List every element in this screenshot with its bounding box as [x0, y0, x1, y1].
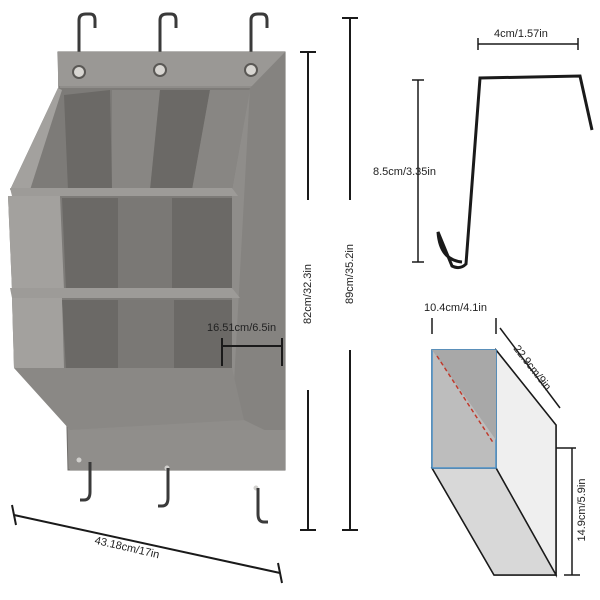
grommets — [72, 63, 258, 79]
hook-detail — [412, 38, 594, 270]
body-height-label: 82cm/32.3in — [302, 264, 314, 324]
pocket-length-line — [499, 327, 561, 409]
dimension-lines — [11, 17, 358, 584]
bottom-hook-left — [80, 462, 92, 502]
side-panel — [232, 52, 285, 440]
pocket-row-1 — [10, 88, 250, 196]
pocket-row-2 — [8, 196, 240, 298]
hook-height-label: 8.5cm/3.35in — [373, 166, 436, 178]
hook-shape — [436, 74, 594, 270]
pocket-fold-line — [436, 355, 495, 445]
bottom-hook-middle — [158, 468, 170, 508]
top-hooks — [77, 12, 269, 70]
top-hook-middle — [158, 12, 178, 70]
top-hook-right — [249, 12, 269, 70]
pocket-row-3 — [12, 298, 232, 370]
top-hook-left — [77, 12, 97, 70]
door-organizer — [8, 12, 286, 524]
pocket-height-label: 14.9cm/5.9in — [576, 478, 588, 542]
width-line — [13, 514, 281, 574]
bottom-hooks — [80, 462, 268, 524]
pocket-width-label: 10.4cm/4.1in — [424, 302, 487, 314]
bottom-hook-right — [256, 488, 268, 524]
bottom-band — [70, 430, 285, 470]
pocket-depth-label: 16.51cm/6.5in — [207, 322, 277, 334]
bottom-flap — [14, 368, 244, 430]
total-height-label: 89cm/35.2in — [344, 244, 356, 304]
hook-width-label: 4cm/1.57in — [494, 28, 548, 40]
pocket-box-detail — [430, 318, 580, 578]
